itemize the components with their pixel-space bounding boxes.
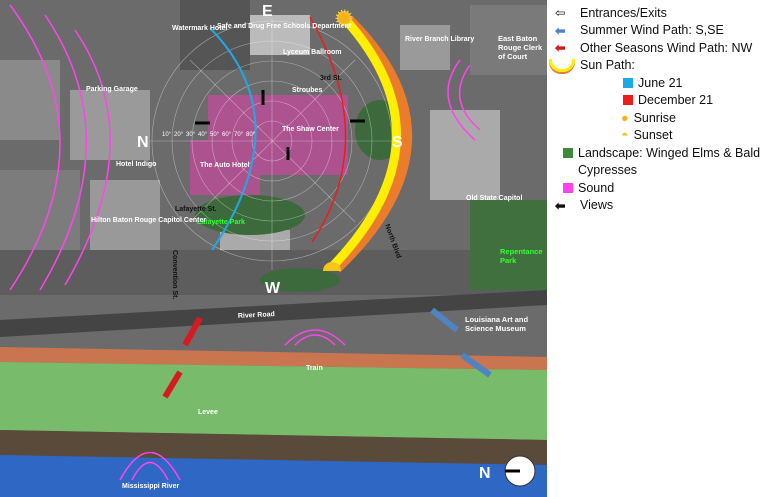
legend-summer-wind: ⬅Summer Wind Path: S,SE [555, 23, 724, 38]
svg-text:Lafayette Park: Lafayette Park [197, 219, 245, 226]
legend-views: ⬅Views [555, 198, 614, 213]
hollow-arrow-icon: ⇦ [555, 6, 566, 21]
label-repentance-park: Repentance Park [500, 247, 543, 265]
red-wind-arrow [162, 370, 183, 399]
sunset-icon: ◓ [621, 128, 629, 143]
svg-text:River Road: River Road [238, 311, 275, 320]
river-road [0, 290, 547, 337]
svg-text:50°: 50° [210, 132, 220, 138]
svg-text:80°: 80° [246, 132, 256, 138]
svg-text:N: N [479, 465, 491, 482]
svg-text:Watermark Hotel: Watermark Hotel [172, 25, 227, 32]
svg-text:30°: 30° [186, 132, 196, 138]
levee [0, 362, 547, 440]
wind-arrows [162, 307, 492, 399]
legend-june: June 21 [555, 74, 775, 92]
svg-text:River Branch Library: River Branch Library [405, 36, 474, 43]
legend-december: December 21 [555, 92, 775, 110]
landscape-swatch [563, 147, 573, 158]
compass-e: E [262, 3, 273, 20]
svg-text:Old State Capitol: Old State Capitol [466, 195, 522, 202]
blue-wind-arrow [430, 307, 459, 333]
label-clerk-of-court: East Baton Rouge Clerk of Court [498, 34, 543, 61]
sun-angle-grid [150, 18, 395, 270]
legend-other-wind: ⬅Other Seasons Wind Path: NW [555, 40, 753, 56]
sun-path-yellow [327, 14, 401, 272]
legend: ⇦Entrances/Exits ⬅Summer Wind Path: S,SE… [549, 4, 775, 214]
site-analysis-map: N E S W 10°20° 30°40° 50°60° 70°80° Wate… [0, 0, 547, 497]
label-art-science-museum: Louisiana Art and Science Museum [465, 315, 529, 333]
sunset-icon [323, 262, 341, 271]
sunrise-icon: ● [621, 110, 629, 125]
degree-labels: 10°20° 30°40° 50°60° 70°80° [162, 132, 256, 138]
legend-landscape-cont: Cypresses [578, 163, 638, 178]
svg-text:3rd St.: 3rd St. [320, 75, 342, 82]
svg-text:The Shaw Center: The Shaw Center [282, 126, 339, 133]
red-arrow-icon: ⬅ [555, 41, 566, 56]
svg-text:Train: Train [306, 365, 323, 372]
mississippi-river [0, 455, 547, 497]
svg-text:Mississippi River: Mississippi River [122, 483, 179, 490]
svg-text:10°: 10° [162, 132, 172, 138]
red-wind-arrow [182, 316, 203, 347]
compass-w: W [265, 280, 281, 297]
sun-path-icon [549, 58, 575, 72]
legend-sunrise: ●Sunrise [621, 110, 676, 125]
compass-n: N [137, 134, 149, 151]
june-21-sun-path [209, 27, 257, 251]
compass-labels: N E S W [137, 3, 403, 297]
sound-swatch [563, 182, 573, 193]
blue-arrow-icon: ⬅ [555, 23, 566, 38]
compass-s: S [392, 134, 403, 151]
svg-text:70°: 70° [234, 132, 244, 138]
legend-sound: Sound [555, 179, 775, 197]
svg-text:Lafayette St.: Lafayette St. [175, 206, 217, 213]
svg-text:Parking Garage: Parking Garage [86, 86, 138, 93]
svg-text:Stroubes: Stroubes [292, 87, 322, 94]
svg-text:20°: 20° [174, 132, 184, 138]
svg-text:Hilton Baton Rouge Capitol Cen: Hilton Baton Rouge Capitol Center [91, 217, 206, 224]
train-track [0, 347, 547, 370]
riverbank [0, 430, 547, 470]
june-swatch [623, 77, 633, 88]
north-arrow: N [479, 455, 536, 487]
black-arrow-icon: ⬅ [555, 198, 566, 213]
svg-text:Safe and Drug Free Schools Dep: Safe and Drug Free Schools Department [217, 23, 352, 30]
target-buildings [190, 95, 348, 195]
legend-landscape: Landscape: Winged Elms & Bald [555, 144, 775, 162]
legend-entrances: ⇦Entrances/Exits [555, 5, 667, 21]
december-21-sun-path [309, 16, 347, 243]
legend-sunset: ◓Sunset [621, 128, 673, 143]
svg-text:The Auto Hotel: The Auto Hotel [200, 162, 250, 169]
december-swatch [623, 95, 633, 106]
svg-text:40°: 40° [198, 132, 208, 138]
svg-text:60°: 60° [222, 132, 232, 138]
sound-waves [9, 4, 481, 481]
sunrise-icon [335, 9, 353, 27]
svg-text:Lyceum Ballroom: Lyceum Ballroom [283, 49, 341, 56]
svg-text:Hotel Indigo: Hotel Indigo [116, 161, 156, 168]
svg-text:Convention St.: Convention St. [171, 250, 178, 299]
blue-wind-arrow [460, 352, 492, 378]
view-arrows [195, 90, 365, 160]
legend-sun-path: Sun Path: [549, 57, 775, 75]
svg-text:Levee: Levee [198, 409, 218, 416]
